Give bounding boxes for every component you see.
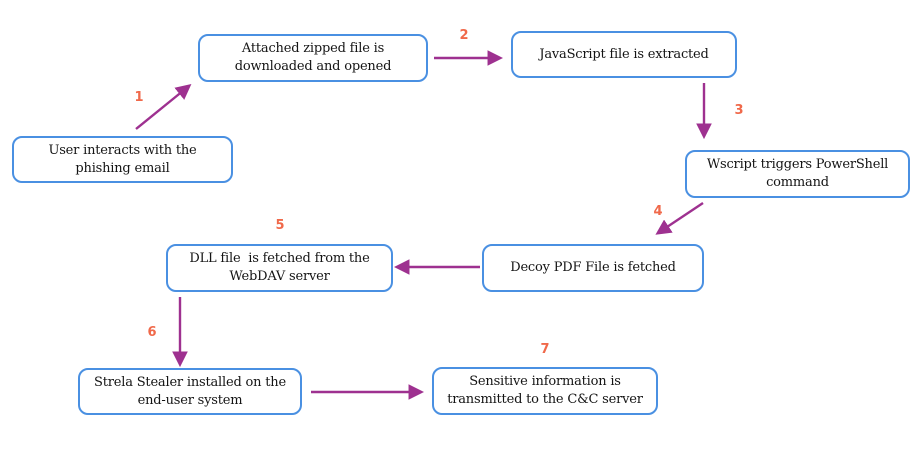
step-number-4: 4 <box>653 204 663 219</box>
arrow-step-4 <box>655 202 704 235</box>
node-strela-stealer-installed: Strela Stealer installed on the end-user… <box>78 368 302 415</box>
node-wscript-powershell: Wscript triggers PowerShell command <box>685 150 910 198</box>
step-number-3: 3 <box>734 103 744 118</box>
node-javascript-extracted: JavaScript file is extracted <box>511 31 737 78</box>
node-zipped-file-downloaded: Attached zipped file is downloaded and o… <box>198 34 428 82</box>
step-number-1: 1 <box>134 90 144 105</box>
step-number-6: 6 <box>147 325 157 340</box>
node-data-transmitted-cc-server: Sensitive information is transmitted to … <box>432 367 658 415</box>
step-number-2: 2 <box>459 28 469 43</box>
node-dll-fetched-webdav: DLL file is fetched from the WebDAV serv… <box>166 244 393 292</box>
node-decoy-pdf-fetched: Decoy PDF File is fetched <box>482 244 704 292</box>
step-number-5: 5 <box>275 218 285 233</box>
step-number-7: 7 <box>540 342 550 357</box>
arrow-step-1 <box>135 84 192 130</box>
node-user-interacts-phishing-email: User interacts with the phishing email <box>12 136 233 183</box>
